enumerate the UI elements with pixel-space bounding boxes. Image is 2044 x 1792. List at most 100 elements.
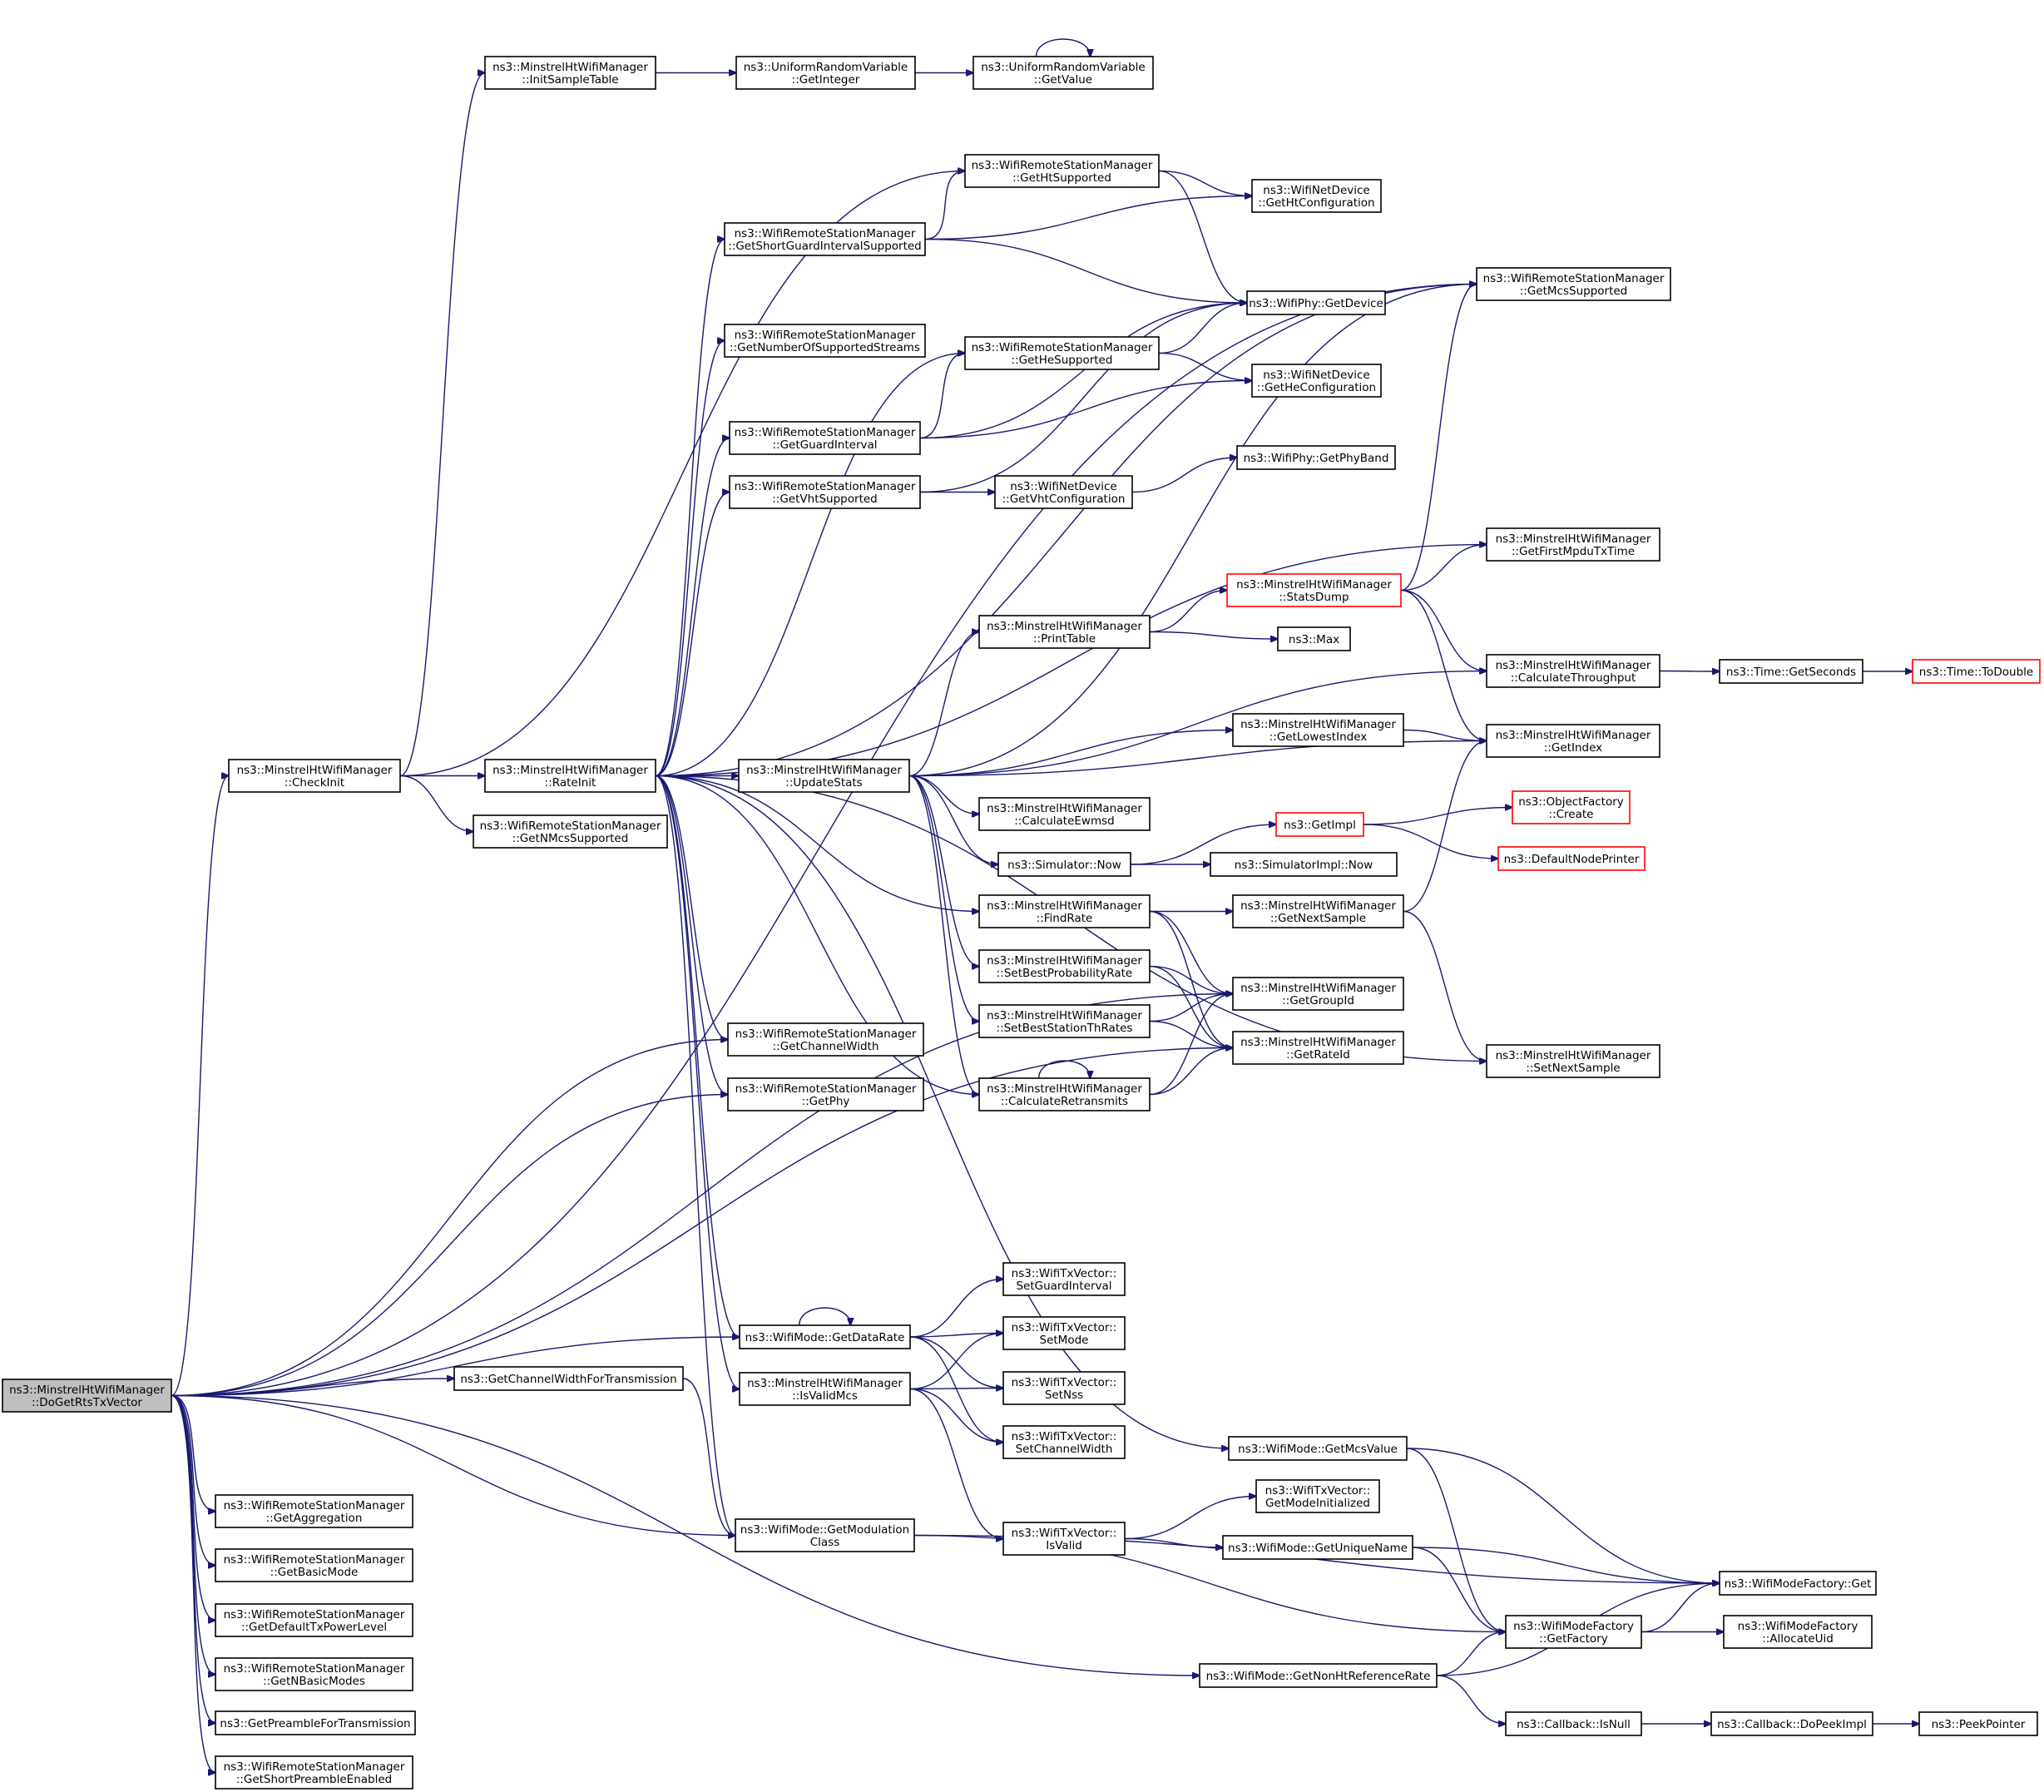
node-simimplnow[interactable]: ns3::SimulatorImpl::Now [1210, 852, 1398, 877]
node-getvhtconf[interactable]: ns3::WifiNetDevice::GetVhtConfiguration [994, 475, 1133, 509]
edge-gethesup-to-getdevice [1158, 303, 1247, 354]
edge-getimpl-to-defnodeprinter [1363, 824, 1498, 859]
node-printtable[interactable]: ns3::MinstrelHtWifiManager::PrintTable [978, 615, 1151, 649]
node-setgi[interactable]: ns3::WifiTxVector::SetGuardInterval [1002, 1262, 1126, 1296]
node-simnow[interactable]: ns3::Simulator::Now [997, 852, 1131, 877]
node-label: ::CheckInit [285, 776, 344, 790]
node-setchanwidth[interactable]: ns3::WifiTxVector::SetChannelWidth [1002, 1425, 1126, 1459]
node-allocuid[interactable]: ns3::WifiModeFactory::AllocateUid [1723, 1615, 1873, 1649]
node-label: ns3::WifiRemoteStationManager [1483, 272, 1665, 285]
edge-root-to-getchanwidth [171, 1040, 728, 1397]
node-updatestats[interactable]: ns3::MinstrelHtWifiManager::UpdateStats [738, 759, 910, 793]
node-getphy[interactable]: ns3::WifiRemoteStationManager::GetPhy [727, 1077, 924, 1111]
edge-getcwfortx-to-getmodclass [682, 1378, 735, 1536]
node-getgi[interactable]: ns3::WifiRemoteStationManager::GetGuardI… [729, 421, 921, 455]
node-label: ::SetBestStationThRates [997, 1022, 1133, 1035]
node-getlowest[interactable]: ns3::MinstrelHtWifiManager::GetLowestInd… [1232, 713, 1404, 747]
node-getimpl[interactable]: ns3::GetImpl [1275, 812, 1364, 837]
node-gethtconf[interactable]: ns3::WifiNetDevice::GetHtConfiguration [1251, 179, 1382, 213]
edge-getmcsvalue-to-wmfget [1406, 1448, 1720, 1583]
node-label: ns3::WifiRemoteStationManager [480, 819, 661, 833]
node-getnonht[interactable]: ns3::WifiMode::GetNonHtReferenceRate [1199, 1663, 1438, 1688]
node-calcewmsd[interactable]: ns3::MinstrelHtWifiManager::CalculateEwm… [978, 797, 1151, 831]
node-label: ns3::WifiMode::GetModulation [740, 1523, 909, 1537]
node-setbeststa[interactable]: ns3::MinstrelHtWifiManager::SetBestStati… [978, 1004, 1151, 1038]
node-getvhtsup[interactable]: ns3::WifiRemoteStationManager::GetVhtSup… [729, 475, 921, 509]
node-label: ns3::WifiRemoteStationManager [735, 1082, 917, 1096]
node-peekptr[interactable]: ns3::PeekPointer [1918, 1711, 2038, 1736]
node-getnss[interactable]: ns3::WifiRemoteStationManager::GetNumber… [724, 324, 926, 358]
node-wmfget[interactable]: ns3::WifiModeFactory::Get [1719, 1571, 1877, 1596]
node-getsgi[interactable]: ns3::WifiRemoteStationManager::GetShortG… [724, 222, 926, 256]
edge-getimpl-to-objfactory [1363, 808, 1512, 825]
node-label: ns3::WifiModeFactory::Get [1725, 1577, 1872, 1591]
node-label: ns3::Max [1289, 633, 1339, 646]
node-label: ::GetNBasicModes [263, 1675, 365, 1688]
node-getuniquename[interactable]: ns3::WifiMode::GetUniqueName [1222, 1535, 1413, 1560]
node-getchanwidth[interactable]: ns3::WifiRemoteStationManager::GetChanne… [727, 1022, 924, 1057]
node-getaggr[interactable]: ns3::WifiRemoteStationManager::GetAggreg… [215, 1494, 413, 1528]
node-setnextsample[interactable]: ns3::MinstrelHtWifiManager::SetNextSampl… [1486, 1044, 1660, 1078]
node-max[interactable]: ns3::Max [1277, 626, 1351, 651]
node-label: ::GetAggregation [266, 1512, 363, 1525]
node-box [1486, 527, 1660, 562]
node-getmcssup[interactable]: ns3::WifiRemoteStationManager::GetMcsSup… [1476, 267, 1671, 301]
node-calcretrans[interactable]: ns3::MinstrelHtWifiManager::CalculateRet… [978, 1077, 1151, 1111]
node-box [1232, 894, 1404, 928]
node-defnodeprinter[interactable]: ns3::DefaultNodePrinter [1497, 846, 1646, 871]
node-setbestprob[interactable]: ns3::MinstrelHtWifiManager::SetBestProba… [978, 949, 1151, 983]
node-cbdopeek[interactable]: ns3::Callback::DoPeekImpl [1710, 1711, 1873, 1736]
node-box [1918, 1711, 2038, 1736]
node-gethesup[interactable]: ns3::WifiRemoteStationManager::GetHeSupp… [964, 336, 1160, 370]
node-isvalidmcs[interactable]: ns3::MinstrelHtWifiManager::IsValidMcs [739, 1372, 911, 1406]
node-urv_getval[interactable]: ns3::UniformRandomVariable::GetValue [973, 56, 1154, 90]
node-setmode[interactable]: ns3::WifiTxVector::SetMode [1002, 1316, 1126, 1350]
node-gethtsup[interactable]: ns3::WifiRemoteStationManager::GetHtSupp… [964, 154, 1160, 188]
node-isvalid[interactable]: ns3::WifiTxVector::IsValid [1002, 1522, 1126, 1556]
node-box [1002, 1522, 1126, 1556]
node-getdatarate[interactable]: ns3::WifiMode::GetDataRate [739, 1324, 911, 1349]
node-root[interactable]: ns3::MinstrelHtWifiManager::DoGetRtsTxVe… [2, 1379, 172, 1413]
node-calcthru[interactable]: ns3::MinstrelHtWifiManager::CalculateThr… [1486, 654, 1660, 688]
node-findrate[interactable]: ns3::MinstrelHtWifiManager::FindRate [978, 894, 1151, 928]
node-box [453, 1366, 684, 1391]
node-getmodeinit[interactable]: ns3::WifiTxVector::GetModeInitialized [1255, 1479, 1380, 1513]
node-getrateid[interactable]: ns3::MinstrelHtWifiManager::GetRateId [1232, 1031, 1404, 1065]
node-getshortpre[interactable]: ns3::WifiRemoteStationManager::GetShortP… [215, 1755, 413, 1790]
node-getgroupid[interactable]: ns3::MinstrelHtWifiManager::GetGroupId [1232, 977, 1404, 1011]
node-rateinit[interactable]: ns3::MinstrelHtWifiManager::RateInit [484, 759, 656, 793]
node-getnbasic[interactable]: ns3::WifiRemoteStationManager::GetNBasic… [215, 1657, 413, 1691]
node-getdeftxpow[interactable]: ns3::WifiRemoteStationManager::GetDefaul… [215, 1603, 413, 1637]
edge-getgi-to-getdevice [919, 303, 1247, 439]
node-getmcsvalue[interactable]: ns3::WifiMode::GetMcsValue [1228, 1436, 1408, 1461]
node-objfactory[interactable]: ns3::ObjectFactory::Create [1512, 790, 1631, 824]
node-getfactory[interactable]: ns3::WifiModeFactory::GetFactory [1505, 1615, 1642, 1649]
node-urv_getint[interactable]: ns3::UniformRandomVariable::GetInteger [735, 56, 916, 90]
node-getseconds[interactable]: ns3::Time::GetSeconds [1719, 659, 1863, 684]
node-label: ns3::WifiMode::GetMcsValue [1238, 1443, 1398, 1456]
node-getphyband[interactable]: ns3::WifiPhy::GetPhyBand [1236, 445, 1396, 470]
node-getnmcs[interactable]: ns3::WifiRemoteStationManager::GetNMcsSu… [473, 814, 668, 849]
node-cbisnull[interactable]: ns3::Callback::IsNull [1505, 1711, 1642, 1736]
node-getbasicmode[interactable]: ns3::WifiRemoteStationManager::GetBasicM… [215, 1548, 413, 1582]
node-box [1255, 1479, 1380, 1513]
node-box [994, 475, 1133, 509]
node-statsdump[interactable]: ns3::MinstrelHtWifiManager::StatsDump [1226, 573, 1402, 607]
node-getindex[interactable]: ns3::MinstrelHtWifiManager::GetIndex [1486, 724, 1660, 758]
node-getnextsample[interactable]: ns3::MinstrelHtWifiManager::GetNextSampl… [1232, 894, 1404, 928]
node-getheconf[interactable]: ns3::WifiNetDevice::GetHeConfiguration [1251, 364, 1382, 398]
node-getdevice[interactable]: ns3::WifiPhy::GetDevice [1246, 290, 1386, 315]
node-checkinit[interactable]: ns3::MinstrelHtWifiManager::CheckInit [228, 759, 401, 793]
node-box [215, 1710, 416, 1735]
node-todouble[interactable]: ns3::Time::ToDouble [1912, 659, 2041, 684]
edge-updatestats-to-calcretrans [908, 775, 979, 1095]
node-getcwfortx[interactable]: ns3::GetChannelWidthForTransmission [453, 1366, 684, 1391]
node-box [973, 56, 1154, 90]
node-initsample[interactable]: ns3::MinstrelHtWifiManager::InitSampleTa… [484, 56, 656, 90]
node-getpreamble[interactable]: ns3::GetPreambleForTransmission [215, 1710, 416, 1735]
node-box [739, 1324, 911, 1349]
edge-printtable-to-statsdump [1149, 591, 1227, 633]
node-setnss[interactable]: ns3::WifiTxVector::SetNss [1002, 1371, 1126, 1405]
node-getfirstmpdu[interactable]: ns3::MinstrelHtWifiManager::GetFirstMpdu… [1486, 527, 1660, 562]
